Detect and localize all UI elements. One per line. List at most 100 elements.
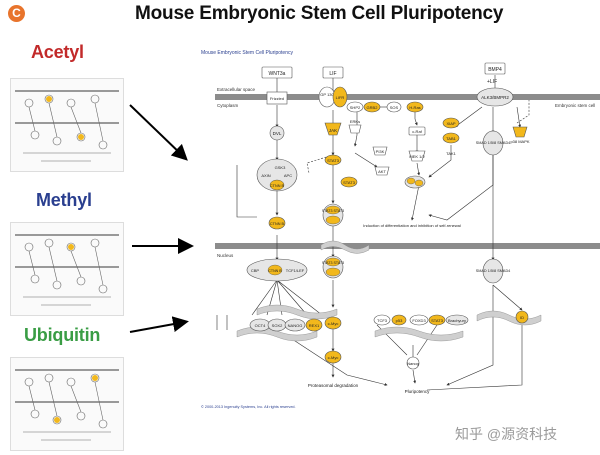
node-erk: [348, 124, 362, 134]
node-smad-cytoplasm-label: SMAD 1/5/8 SMAD4: [476, 141, 511, 145]
node-p53: [391, 314, 407, 326]
node-brachyury-label: Brachyury: [448, 318, 466, 323]
node-stat3-dimer-bottom: [325, 215, 341, 225]
node-tcf3-label: TCF3: [377, 318, 388, 323]
node-stat3-dimer-nucleus-label: STAT3 STAT3: [322, 261, 344, 265]
node-jak: [324, 122, 342, 136]
panel-badge: C: [8, 5, 25, 22]
node-gp130: [318, 86, 336, 108]
label-acetyl: Acetyl: [31, 42, 84, 62]
node-brachyury: [445, 314, 469, 326]
node-cmyc-2: [324, 350, 342, 364]
node-frizzled-label: Frizzled: [270, 96, 284, 101]
node-sox2-label: SOX2: [272, 323, 283, 328]
node-hras: [406, 101, 424, 113]
node-jak-label: JAK: [329, 128, 337, 133]
node-smad-nucleus-label: SMAD 1/5/8 SMAD4: [476, 269, 511, 273]
node-mek: [408, 150, 426, 162]
node-p38-label: p38 MAPK: [510, 139, 529, 144]
node-foxd3: [409, 314, 429, 326]
node-smad-nucleus: [482, 258, 504, 284]
node-lifr-label: LIFR: [336, 95, 345, 100]
node-tcf1-label: TCF1/LEF: [286, 268, 305, 273]
node-stat3-dimer-top: [325, 205, 341, 215]
node-apc-label: APC: [284, 173, 292, 178]
node-gsk3-label: GSK3: [275, 165, 286, 170]
thumbnail-acetyl-pathway: [10, 78, 124, 172]
node-ctnnb-complex: [269, 179, 285, 191]
node-xiap-label: XIAP: [446, 121, 455, 126]
node-bmp4: [484, 62, 506, 75]
arrow-acetyl: [129, 104, 188, 161]
node-ctnnb-nucleus: [267, 264, 283, 276]
node-ctnnb-label: CTNN B: [270, 184, 285, 188]
node-axin-label: AXIN: [261, 173, 270, 178]
node-pi3k: [372, 146, 388, 156]
node-cmyc: [324, 316, 342, 330]
node-oct4-label: OCT4: [255, 323, 266, 328]
node-stat3-nucleus-label: STAT3: [431, 318, 444, 323]
node-stat3-dimer-nucleus-top: [325, 257, 341, 267]
node-smad-cytoplasm: [482, 130, 504, 156]
node-bmp4-label: BMP4: [488, 67, 502, 73]
pathway-diagram: Mouse Embryonic Stem Cell Pluripotency E…: [201, 50, 600, 409]
node-stat3-b: [340, 176, 358, 188]
label-methyl: Methyl: [36, 190, 92, 210]
node-p38: [512, 126, 528, 138]
node-lifr: [332, 86, 348, 108]
node-shp2: [346, 101, 364, 113]
node-lif-plus-label: +LIF: [487, 79, 497, 85]
node-frizzled: [266, 91, 288, 105]
node-nanog-gene: [406, 356, 420, 370]
node-ctnnb-cytoplasm-label: CTNN B: [270, 222, 285, 226]
node-alk3-bmpr2: [476, 87, 514, 107]
node-xiap: [442, 117, 460, 129]
node-alk3-bmpr2-label: ALK3/BMPR2: [481, 95, 509, 100]
node-id-label: ID: [520, 315, 524, 320]
node-stat3-a: [324, 154, 342, 166]
node-stat3-nucleus: [428, 314, 446, 326]
node-gp130-label: GP 130: [320, 92, 334, 97]
node-tab1: [442, 132, 460, 144]
node-erk-complex-b: [414, 179, 424, 187]
node-pi3k-label: PI3K: [376, 149, 385, 154]
label-extracellular: Extracellular space: [217, 87, 256, 92]
node-tcf3: [373, 314, 391, 326]
cell-membrane: [215, 94, 600, 100]
node-sos: [386, 101, 402, 113]
copyright-notice: © 2000-2013 Ingenuity Systems, Inc. All …: [201, 405, 296, 409]
thumbnail-ubiquitin-pathway: [10, 357, 124, 451]
node-ctnnb-cytoplasm: [268, 216, 286, 230]
node-id: [515, 310, 529, 324]
node-lif: [322, 66, 344, 79]
node-grb2-label: GRB2: [367, 105, 379, 110]
node-dvl-label: DVL: [273, 131, 282, 136]
node-dvl: [269, 125, 285, 141]
node-cmyc-2-label: c-Myc: [328, 355, 339, 360]
node-grb2: [363, 101, 381, 113]
node-craf-label: c-Raf: [412, 129, 422, 134]
node-wnt3a: [261, 66, 293, 79]
nuclear-membrane: [215, 243, 600, 249]
diagram-title: Mouse Embryonic Stem Cell Pluripotency: [201, 50, 293, 56]
node-cbp-label: CBP: [251, 268, 260, 273]
node-tab1-label: TAB1: [446, 136, 456, 141]
node-sos-label: SOS: [390, 105, 399, 110]
node-nanog-gene-label: Nanog: [407, 361, 419, 366]
node-cmyc-label: c-Myc: [328, 321, 339, 326]
node-stat3-dimer-nucleus-bottom: [325, 267, 341, 277]
page-title: Mouse Embryonic Stem Cell Pluripotency: [135, 3, 504, 24]
label-ubiquitin: Ubiquitin: [24, 325, 101, 345]
node-wnt3a-label: WNT3a: [269, 71, 286, 77]
annotation-differentiation-1: Induction of differentiation and inhibit…: [363, 223, 461, 228]
node-foxd3-label: FOXD3: [412, 318, 426, 323]
node-erk-label: ERKs: [350, 119, 360, 124]
thumbnail-methyl-pathway: [10, 222, 124, 316]
node-akt-label: AKT: [378, 169, 386, 174]
node-mek-label: MEK 1/2: [409, 154, 425, 159]
node-akt: [374, 166, 390, 176]
pointer-arrows: [129, 104, 194, 333]
node-shp2-label: SHP2: [350, 105, 361, 110]
arrow-ubiquitin: [129, 316, 189, 333]
label-stem-cell: Embryonic stem cell: [555, 103, 595, 108]
